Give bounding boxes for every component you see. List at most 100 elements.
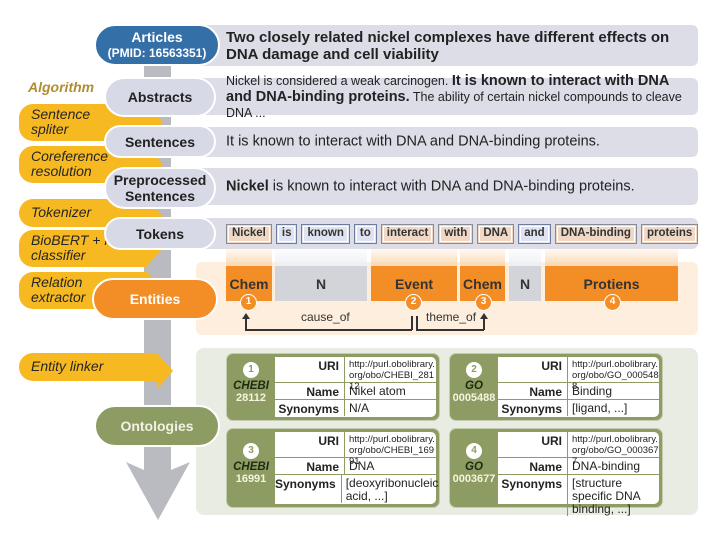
cause-of-arrow-right [411,316,413,330]
algo-label: Sentence spliter [31,106,91,137]
algo-label: Tokenizer [31,204,92,220]
card-row-synonyms: Synonyms[ligand, ...] [498,400,659,416]
stage-sentences: Sentences [104,125,216,158]
sentences-label: Sentences [124,133,196,150]
card-row-synonyms: Synonyms[structure specific DNA binding,… [498,475,659,516]
abstracts-label: Abstracts [127,89,193,105]
card-row-name: Name Nikel atom [275,383,436,400]
algo-label: Relation extractor [31,274,86,305]
entity-connector [460,246,505,266]
articles-label: Articles [131,29,183,45]
abstracts-row: Nickel is considered a weak carcinogen. … [196,73,698,120]
relation-cause-of: cause_of [301,310,350,324]
card-database: CHEBI [233,461,269,473]
entity-box: Chem [226,266,272,301]
theme-of-line [416,329,484,331]
preprocessed-rest: is known to interact with DNA and DNA-bi… [268,178,635,194]
token: with [438,224,474,244]
articles-row: Two closely related nickel complexes hav… [196,25,698,66]
stage-abstracts: Abstracts [104,77,216,117]
entity-number-badge: 1 [240,294,257,311]
uri-link[interactable]: http://purl.obolibrary.org/obo/CHEBI_281… [349,359,435,392]
uri-link[interactable]: http://purl.obolibrary.org/obo/GO_000367… [572,434,659,467]
uri-key: URI [275,357,345,382]
abstract-pre: Nickel is considered a weak carcinogen. [226,73,452,88]
stage-tokens: Tokens [104,217,216,250]
article-title: Two closely related nickel complexes hav… [226,28,670,63]
card-number-badge: 3 [243,443,259,459]
preprocessed-label: Preprocessed Sentences [113,172,207,204]
entity-number-badge: 2 [405,294,422,311]
algo-label: Coreference resolution [31,148,109,179]
arrow-tip-icon [480,313,488,319]
theme-of-arrow [483,318,485,330]
uri-key: URI [498,357,568,382]
name-key: Name [275,458,345,474]
card-database: GO [465,380,483,392]
entities-label: Entities [129,291,181,307]
token: DNA [477,224,515,244]
token: and [518,224,551,244]
card-database: GO [465,461,483,473]
algo-label: Entity linker [31,358,104,374]
entity-connector [371,246,457,266]
uri-link[interactable]: http://purl.obolibrary.org/obo/GO_000548… [572,359,659,392]
algorithm-title: Algorithm [28,79,95,95]
card-identifier: 28112 [236,392,266,404]
sentences-row: It is known to interact with DNA and DNA… [196,127,698,157]
ontologies-label: Ontologies [120,418,194,434]
synonyms-key: Synonyms [275,400,345,416]
token: proteins [640,224,699,244]
card-database: CHEBI [233,380,269,392]
card-number-badge: 4 [466,443,482,459]
token: DNA-binding [554,224,637,244]
card-row-synonyms: Synonyms N/A [275,400,436,416]
synonyms-value: [deoxyribonucleic acid, ...] [345,476,439,503]
coreference-resolved-word: Nickel [226,178,269,194]
abstract-text: Nickel is considered a weak carcinogen. … [226,73,686,121]
non-entity-box: N [275,266,367,301]
name-value: DNA [349,459,375,473]
card-row-name: Name DNA [275,458,436,475]
cause-of-arrow-left [245,318,247,330]
relation-theme-of: theme_of [426,310,477,324]
sentence-text: It is known to interact with DNA and DNA… [226,133,600,150]
entity-connector [226,246,272,266]
name-key: Name [275,383,345,399]
tokens-label: Tokens [136,225,184,242]
entity-connector [509,246,541,266]
name-value: DNA-binding [572,459,641,473]
abstract-post: The ability of certain nickel compounds … [226,89,682,120]
token: known [301,224,350,244]
uri-link[interactable]: http://purl.obolibrary.org/obo/CHEBI_169… [349,434,435,467]
theme-of-stem [416,316,418,330]
stage-articles: Articles (PMID: 16563351) [94,24,220,66]
stage-preprocessed: Preprocessed Sentences [104,167,216,209]
non-entity-box: N [509,266,541,301]
token: to [353,224,377,244]
pmid-label: (PMID: 16563351) [107,46,207,60]
name-value: Binding [572,384,613,398]
entity-number-badge: 4 [604,294,621,311]
algo-entity-linker: Entity linker [19,353,173,389]
stage-ontologies: Ontologies [94,405,220,447]
synonyms-value: N/A [349,401,370,415]
name-value: Nikel atom [349,384,406,398]
uri-key: URI [498,432,568,457]
